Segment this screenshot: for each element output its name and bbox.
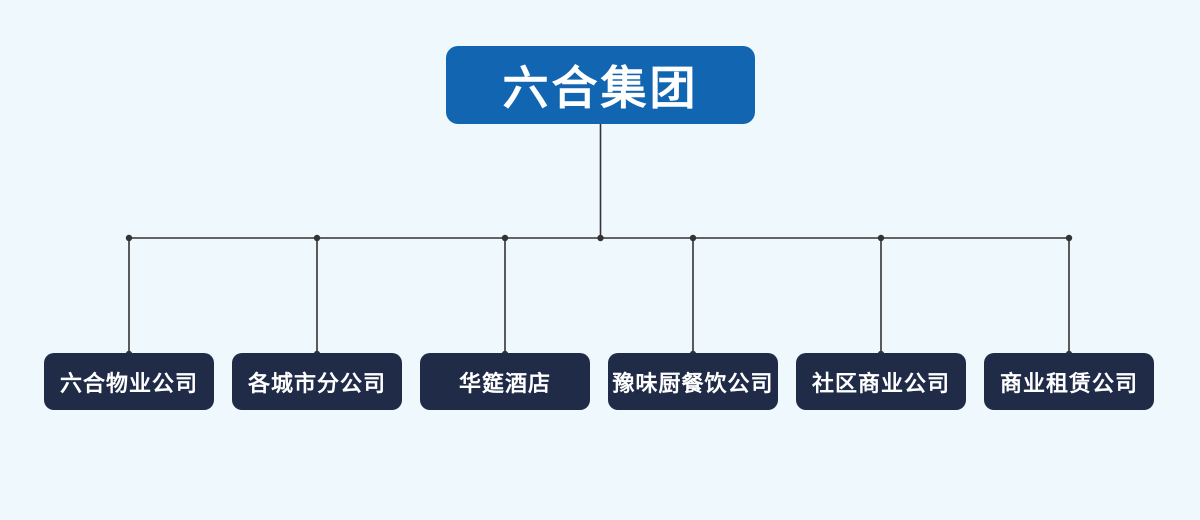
org-node-child-label: 社区商业公司 — [811, 370, 950, 396]
org-node-child-label: 商业租赁公司 — [999, 370, 1138, 396]
org-node-root[interactable]: 六合集团 — [446, 46, 755, 124]
junction-dot — [689, 234, 697, 242]
org-node-child[interactable]: 商业租赁公司 — [984, 353, 1154, 410]
junction-dot — [313, 234, 321, 242]
junction-dot — [125, 234, 133, 242]
org-node-root-label: 六合集团 — [502, 62, 699, 114]
junction-dot — [597, 234, 604, 242]
org-node-child-label: 各城市分公司 — [247, 370, 386, 396]
org-node-child[interactable]: 华筵酒店 — [420, 353, 590, 410]
org-node-child[interactable]: 各城市分公司 — [232, 353, 402, 410]
junction-dot — [501, 234, 509, 242]
org-node-child-label: 豫味厨餐饮公司 — [612, 370, 774, 396]
junction-dot — [877, 234, 885, 242]
org-node-child-label: 华筵酒店 — [458, 370, 551, 396]
junction-dot — [1065, 234, 1073, 242]
org-node-child[interactable]: 社区商业公司 — [796, 353, 966, 410]
org-node-child[interactable]: 豫味厨餐饮公司 — [608, 353, 778, 410]
org-node-child-label: 六合物业公司 — [59, 370, 198, 396]
org-node-child[interactable]: 六合物业公司 — [44, 353, 214, 410]
